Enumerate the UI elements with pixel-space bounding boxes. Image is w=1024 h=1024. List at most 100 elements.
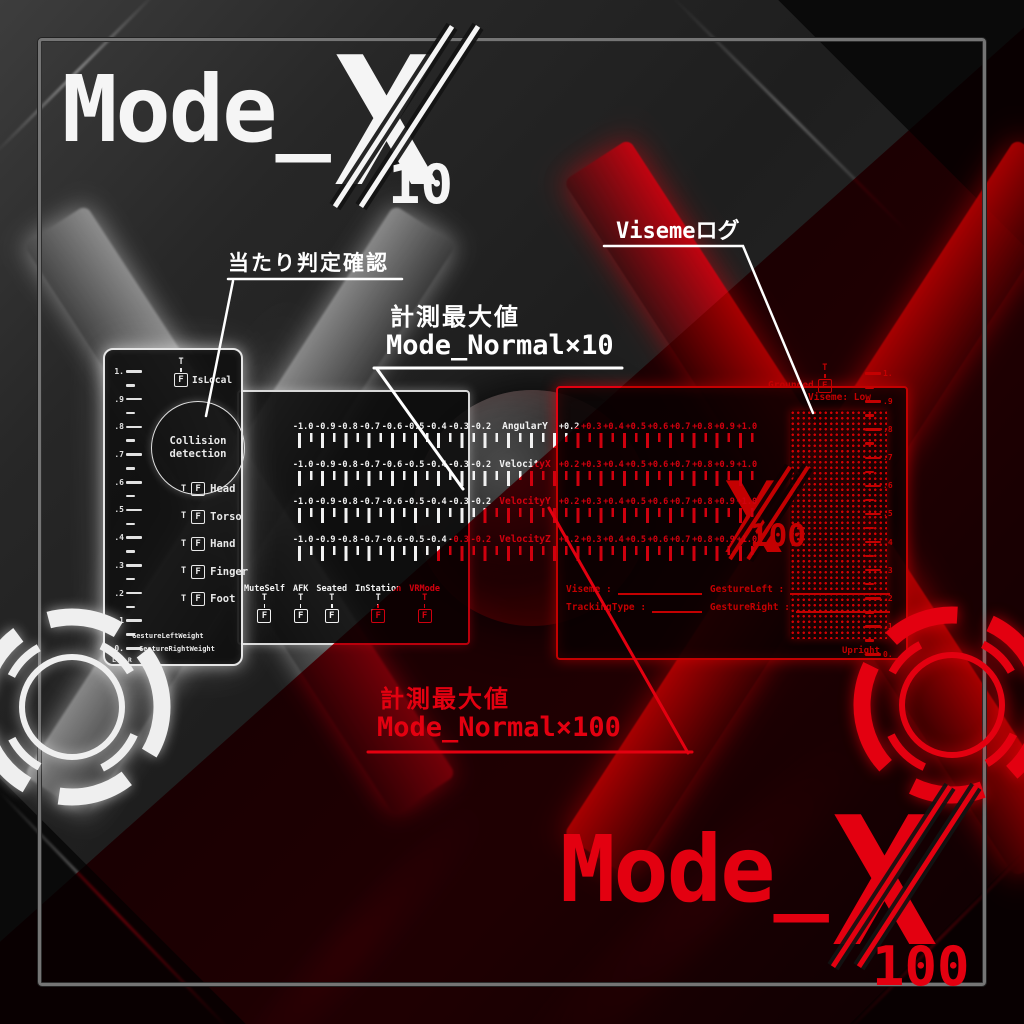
- tick-value: +0.9: [714, 497, 735, 507]
- ruler-major-tick: .8: [865, 425, 901, 434]
- ruler-tick-line: [865, 372, 881, 375]
- ruler-tick-line: [865, 414, 874, 417]
- ruler-tick-line: [126, 439, 135, 442]
- tick-value: -0.8: [337, 497, 358, 507]
- tick-value: -0.4: [426, 422, 447, 432]
- true-mark: T: [181, 566, 187, 577]
- tick-strip: [292, 433, 762, 448]
- ruler-tick-label: 1.: [883, 369, 893, 378]
- parameter-field: GestureRight :: [710, 602, 890, 613]
- bone-toggle-box: F: [191, 592, 206, 606]
- ruler-major-tick: .4: [865, 538, 901, 547]
- ruler-tick-label: 0.: [883, 649, 893, 659]
- field-underline: [795, 603, 890, 613]
- ruler-tick-line: [865, 512, 881, 516]
- gesture-right-label: GestureRightWeight: [139, 645, 215, 653]
- max10-annotation-line2: Mode_Normal×10: [386, 330, 614, 361]
- ruler-tick-label: .5: [114, 505, 124, 515]
- tick-value: -0.2: [470, 459, 492, 470]
- tick-value: -0.2: [470, 497, 492, 507]
- upright-label: Upright: [842, 646, 880, 656]
- grounded-toggle-box: F: [817, 378, 832, 393]
- tick-value: +0.7: [669, 534, 691, 545]
- ruler-tick-line: [865, 442, 874, 445]
- tick-value: +0.8: [692, 422, 713, 432]
- ruler-minor-tick: [109, 494, 147, 498]
- grounded-toggle: Grounded T F: [768, 364, 832, 393]
- islocal-label: IsLocal: [192, 374, 233, 386]
- tick-value: +0.5: [625, 534, 646, 545]
- tick-value: +0.2: [558, 534, 580, 545]
- tick-value: +1.0: [736, 534, 758, 545]
- tick-value: -0.7: [359, 534, 380, 545]
- true-mark: T: [329, 593, 335, 603]
- ruler-tick-line: [126, 411, 135, 415]
- ruler-major-tick: .9: [109, 395, 147, 404]
- ruler-tick-label: .7: [114, 450, 124, 460]
- title-multiplier: 100: [872, 935, 970, 998]
- tick-value: -0.9: [315, 422, 336, 432]
- tick-value: +1.0: [736, 459, 758, 470]
- collision-circle-line2: detection: [169, 448, 227, 460]
- max100-annotation-line2: Mode_Normal×100: [377, 712, 621, 743]
- tick-value: +0.7: [669, 459, 691, 470]
- ruler-tick-line: [126, 384, 135, 387]
- true-mark: T: [298, 593, 304, 603]
- ruler-major-tick: .6: [109, 477, 147, 487]
- viseme-log-annotation: Visemeログ: [616, 219, 740, 244]
- tick-value: +0.8: [692, 497, 713, 507]
- parameter-name: VelocityY: [499, 496, 551, 507]
- field-label: GestureRight :: [709, 602, 790, 613]
- max100-annotation-line1: 計測最大値: [380, 685, 510, 713]
- minor-ticks: [309, 545, 762, 555]
- viseme-low-label: Viseme: Low: [808, 392, 871, 403]
- true-mark: T: [181, 538, 187, 549]
- tick-value: -0.6: [381, 534, 403, 545]
- ruler-tick-line: [865, 400, 881, 403]
- ruler-major-tick: .7: [109, 450, 147, 460]
- field-label: TrackingType :: [566, 602, 647, 613]
- ruler-major-tick: .6: [865, 481, 901, 490]
- field-underline: [790, 585, 890, 595]
- toggle-box: F: [417, 608, 432, 623]
- tick-value: +0.5: [625, 459, 646, 470]
- ruler-tick-line: [865, 625, 881, 628]
- tick-value: +0.9: [714, 459, 735, 470]
- toggle-stem: [824, 373, 826, 378]
- tick-value: -0.9: [315, 459, 336, 470]
- tick-value: +0.7: [669, 422, 691, 432]
- ruler-tick-line: [126, 481, 142, 484]
- title-multiplier: 10: [388, 153, 454, 216]
- minor-ticks: [309, 433, 762, 442]
- tick-value: -0.6: [381, 459, 403, 470]
- ruler-tick-label: .4: [114, 533, 124, 543]
- positive-ticks: +0.2+0.3+0.4+0.5+0.6+0.7+0.8+0.9+1.0: [558, 497, 758, 507]
- positive-ticks: +0.2+0.3+0.4+0.5+0.6+0.7+0.8+0.9+1.0: [558, 422, 758, 432]
- ruler-tick-line: [126, 591, 142, 595]
- tick-value: -0.4: [426, 497, 447, 507]
- ruler-tick-line: [865, 456, 881, 460]
- ruler-tick-label: .2: [114, 588, 124, 598]
- tick-value: +0.8: [692, 534, 713, 545]
- ruler-tick-line: [126, 577, 135, 581]
- parameter-name: AngularY: [502, 421, 548, 432]
- ruler-major-tick: 1.: [109, 367, 147, 376]
- ruler-major-tick: .5: [865, 509, 901, 518]
- ruler-tick-label: .6: [114, 477, 124, 487]
- ruler-major-tick: .3: [865, 566, 901, 575]
- gesture-weight-labels: GestureLeftWeight GestureRightWeight: [132, 630, 215, 656]
- bone-toggle-box: F: [191, 537, 206, 551]
- tick-value: -0.7: [359, 497, 380, 507]
- ruler-minor-tick: [109, 439, 147, 442]
- tick-strip: [292, 470, 762, 486]
- gesture-left-label: GestureLeftWeight: [132, 632, 204, 640]
- ruler-tick-line: [126, 397, 142, 401]
